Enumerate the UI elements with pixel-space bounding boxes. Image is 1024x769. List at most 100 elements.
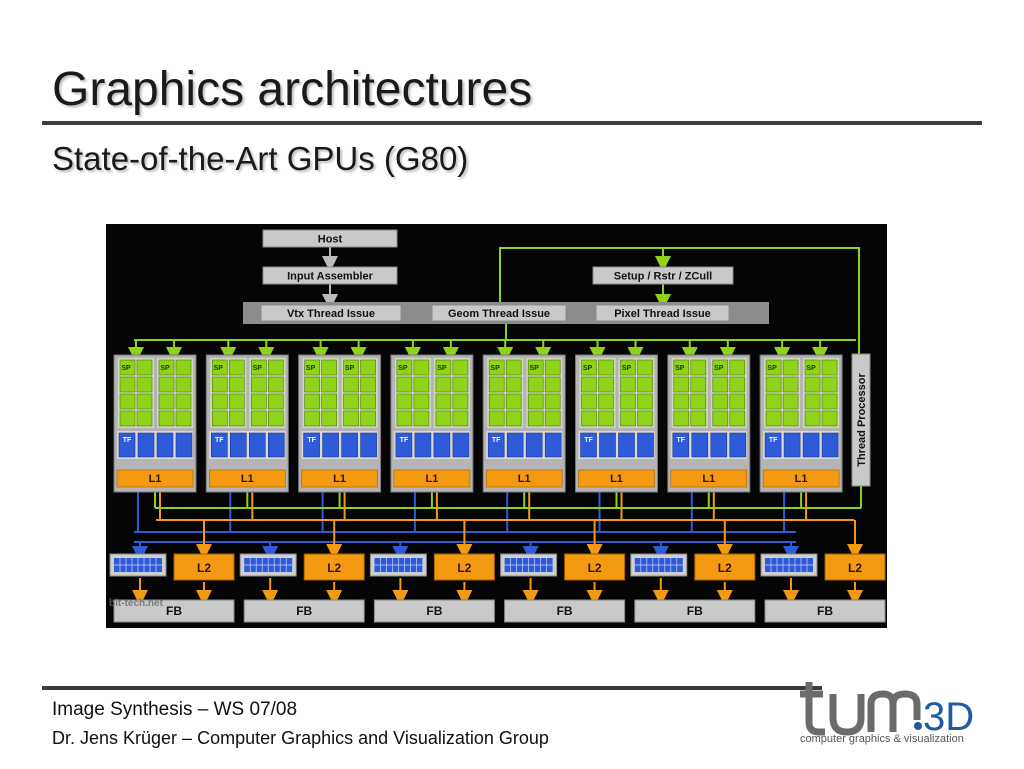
fb-label: FB	[426, 604, 442, 618]
sp-cell	[413, 393, 430, 410]
fb-label: FB	[166, 604, 182, 618]
sp-cell	[765, 359, 782, 376]
sp-label: SP	[767, 365, 777, 372]
sp-cell	[712, 376, 729, 393]
tf-cell	[175, 432, 193, 458]
tf-cell	[433, 432, 451, 458]
sp-cell	[598, 393, 614, 410]
sp-cell	[581, 410, 597, 427]
sp-label: SP	[398, 365, 408, 372]
sp-label: SP	[437, 365, 447, 372]
sp-cell	[396, 410, 413, 427]
sp-cell	[673, 393, 690, 410]
slide-title: Graphics architectures	[52, 63, 533, 116]
sp-cell	[544, 393, 561, 410]
l2-label: L2	[848, 561, 862, 575]
sp-cell	[729, 410, 746, 427]
sp-cell	[620, 410, 636, 427]
l1-label: L1	[241, 473, 254, 485]
l1-label: L1	[795, 473, 808, 485]
l2-label: L2	[588, 561, 602, 575]
tf-cell	[618, 432, 635, 458]
fb-label: FB	[557, 604, 573, 618]
tf-cell	[783, 432, 801, 458]
sp-cell	[637, 359, 653, 376]
sp-cell	[304, 359, 320, 376]
tf-cell	[137, 432, 155, 458]
sp-cell	[119, 393, 136, 410]
sp-cell	[821, 410, 838, 427]
sp-cell	[212, 393, 228, 410]
sp-cell	[360, 410, 376, 427]
geom-thread-issue-box-label: Geom Thread Issue	[448, 308, 550, 320]
sp-cell	[435, 393, 452, 410]
sp-cell	[321, 410, 337, 427]
sp-cell	[544, 410, 561, 427]
tf-label: TF	[584, 437, 593, 444]
l2-cache	[433, 553, 495, 581]
sp-cell	[321, 393, 337, 410]
green-feedback-wire	[499, 247, 860, 354]
tf-cell	[322, 432, 339, 458]
tf-cell	[672, 432, 690, 458]
frame-buffer	[634, 599, 756, 623]
sp-cell	[452, 376, 469, 393]
sp-cell	[158, 376, 175, 393]
tf-cell	[802, 432, 820, 458]
l2-cache	[694, 553, 756, 581]
tf-label: TF	[307, 437, 316, 444]
l2-label: L2	[327, 561, 341, 575]
fb-label: FB	[687, 604, 703, 618]
sp-cell	[620, 393, 636, 410]
tf-cell	[544, 432, 562, 458]
sp-cell	[804, 393, 821, 410]
sp-cell	[158, 359, 175, 376]
setup-rstr-zcull-box-label: Setup / Rstr / ZCull	[614, 271, 712, 283]
sp-cell	[527, 376, 544, 393]
sp-cell	[782, 376, 799, 393]
host-box-label: Host	[318, 234, 343, 246]
vtx-thread-issue-box	[260, 304, 402, 322]
l1-label: L1	[149, 473, 162, 485]
sp-label: SP	[622, 365, 632, 372]
sp-cell	[175, 410, 192, 427]
sp-cell	[229, 376, 245, 393]
sp-cell	[343, 359, 359, 376]
sp-cell	[343, 393, 359, 410]
tf-cell	[303, 432, 320, 458]
sp-label: SP	[306, 365, 316, 372]
sp-cell	[620, 359, 636, 376]
l2-cache	[173, 553, 235, 581]
sp-cell	[544, 359, 561, 376]
tf-cell	[525, 432, 543, 458]
title-divider	[42, 121, 982, 125]
geom-thread-issue-box	[431, 304, 567, 322]
l2-cache	[824, 553, 886, 581]
sp-cell	[452, 359, 469, 376]
sp-cell	[690, 410, 707, 427]
l2-label: L2	[718, 561, 732, 575]
sp-cell	[729, 376, 746, 393]
sp-cell	[360, 393, 376, 410]
tf-cell	[729, 432, 747, 458]
thread-processor-label: Thread Processor	[856, 373, 868, 467]
sp-cell	[690, 376, 707, 393]
sp-cell	[729, 393, 746, 410]
sp-cell	[119, 376, 136, 393]
l1-label: L1	[702, 473, 715, 485]
sp-cell	[158, 410, 175, 427]
l1-cache	[485, 469, 563, 488]
l2-cache	[564, 553, 626, 581]
sp-label: SP	[491, 365, 501, 372]
sp-cell	[251, 410, 267, 427]
l1-label: L1	[518, 473, 531, 485]
sp-cell	[119, 359, 136, 376]
sp-cell	[119, 410, 136, 427]
sp-cell	[435, 410, 452, 427]
